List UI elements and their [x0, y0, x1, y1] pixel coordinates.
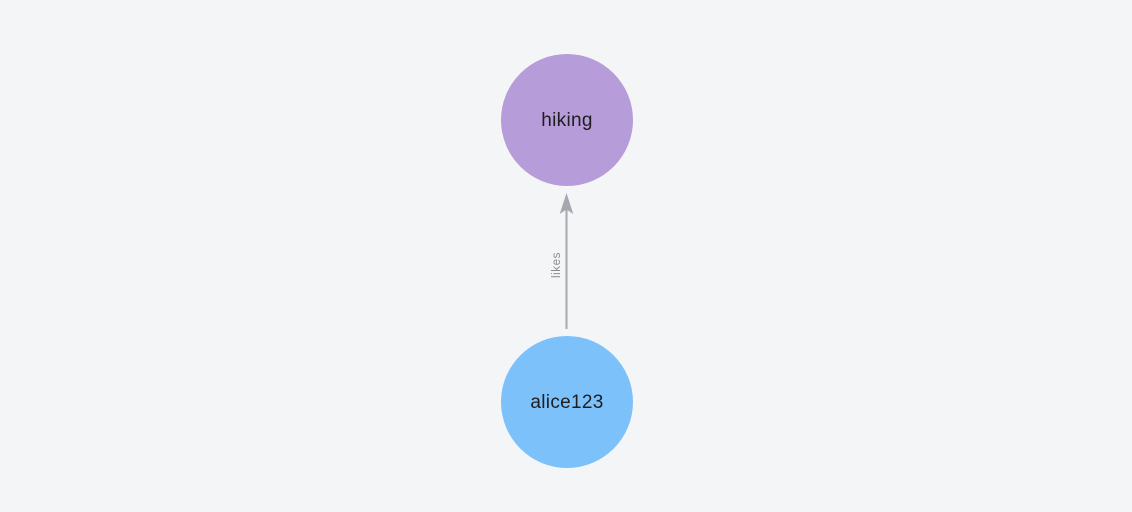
node-alice123[interactable]: alice123	[501, 336, 633, 468]
node-hiking[interactable]: hiking	[501, 54, 633, 186]
node-label: hiking	[541, 109, 593, 131]
node-label: alice123	[530, 391, 604, 413]
arrow-up-icon	[559, 193, 574, 214]
edge-label-likes: likes	[551, 252, 563, 279]
